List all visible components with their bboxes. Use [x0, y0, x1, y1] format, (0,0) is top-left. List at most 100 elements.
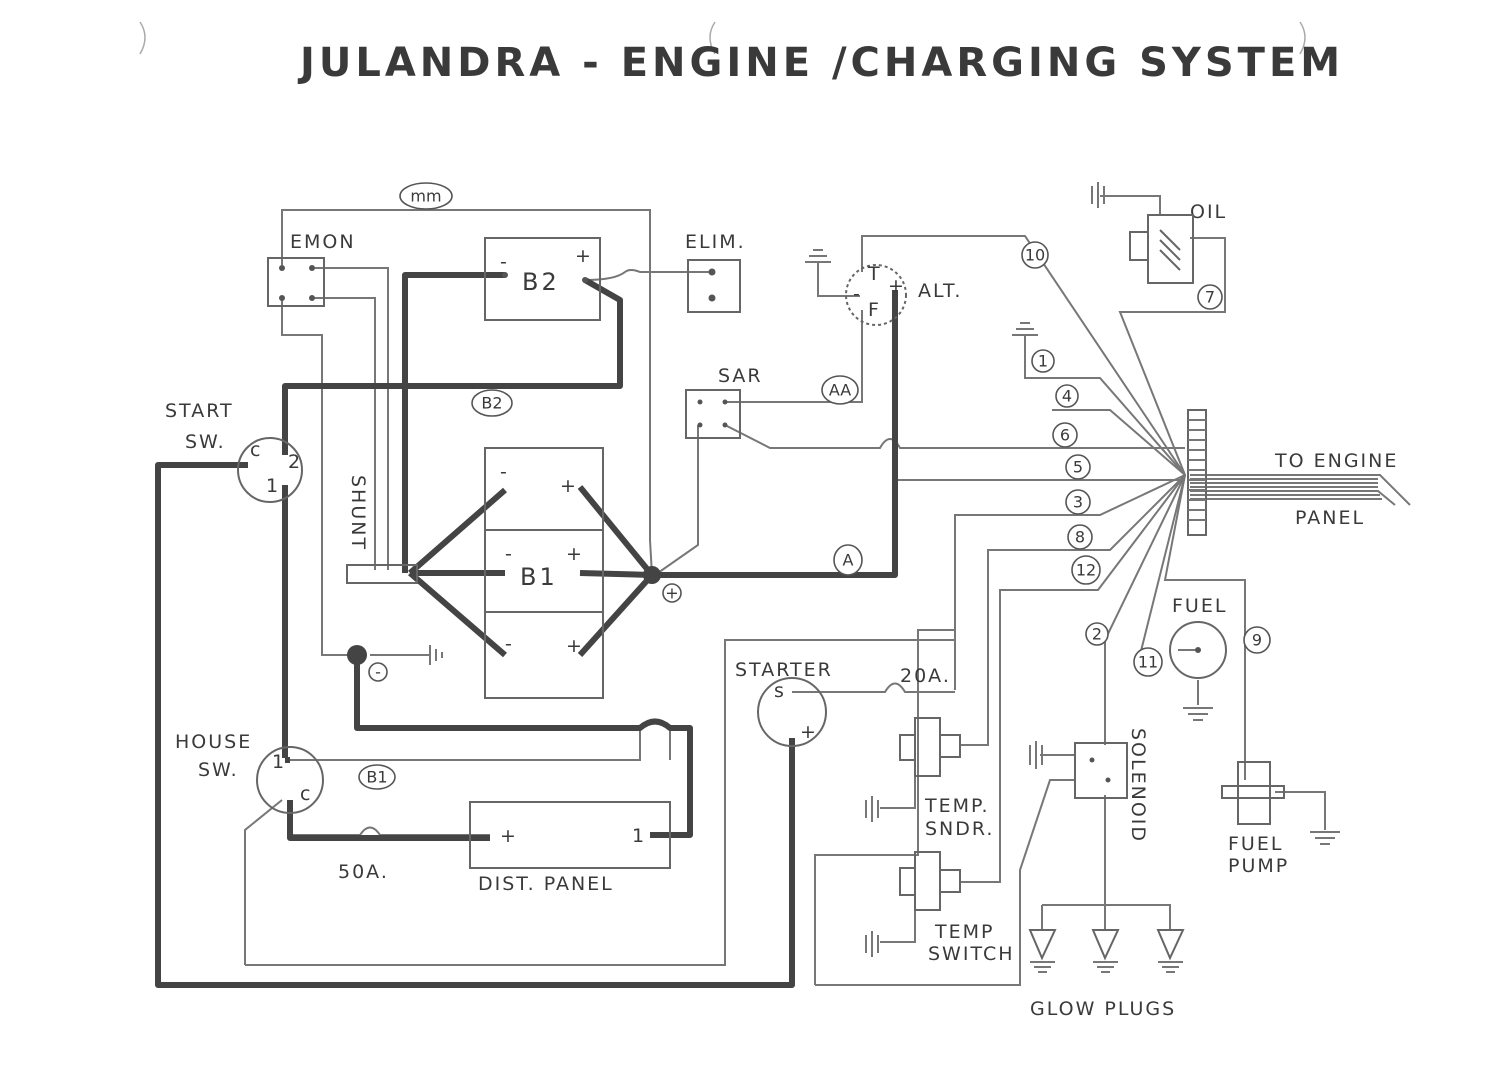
svg-text:3: 3	[1073, 493, 1083, 512]
svg-text:1: 1	[266, 475, 280, 497]
wire-number-4: 4	[1055, 384, 1079, 408]
svg-text:s: s	[774, 680, 786, 702]
house-switch-label-line2: SW.	[198, 759, 239, 781]
svg-text:-: -	[853, 283, 862, 305]
temp-sender: TEMP. SNDR.	[899, 717, 994, 840]
fuse-50a-label: 50A.	[338, 861, 389, 883]
battery-b1: - + - + B1 - +	[484, 447, 604, 699]
b1-label: B1	[520, 563, 558, 591]
engine-ground-icon	[1012, 322, 1038, 336]
wire-number-3: 3	[1065, 489, 1091, 515]
svg-text:+: +	[888, 275, 906, 297]
svg-text:mm: mm	[410, 187, 441, 206]
svg-text:T: T	[867, 263, 882, 285]
svg-text:-: -	[500, 461, 509, 483]
b2-wire-tag: B2	[471, 389, 513, 417]
wire-number-5: 5	[1065, 454, 1091, 480]
svg-text:9: 9	[1252, 631, 1262, 650]
svg-text:SNDR.: SNDR.	[925, 818, 994, 840]
shunt-label: SHUNT	[347, 475, 369, 551]
starter-label: STARTER	[735, 659, 833, 681]
svg-text:AA: AA	[829, 381, 851, 400]
svg-text:TEMP: TEMP	[934, 921, 994, 943]
b2-label: B2	[522, 268, 560, 296]
svg-text:SWITCH: SWITCH	[928, 943, 1015, 965]
distribution-panel: + 1 DIST. PANEL	[469, 801, 671, 895]
svg-text:c: c	[250, 439, 262, 461]
svg-text:TEMP.: TEMP.	[924, 795, 990, 817]
svg-text:F: F	[868, 299, 881, 321]
wire-number-9: 9	[1243, 626, 1271, 654]
svg-text:6: 6	[1060, 426, 1070, 445]
temp-switch: TEMP SWITCH	[899, 851, 1015, 965]
svg-text:+: +	[575, 245, 593, 267]
oil-sender: OIL	[1129, 201, 1227, 284]
start-switch[interactable]: START SW. c 2 1	[165, 400, 303, 503]
svg-text:7: 7	[1205, 288, 1215, 307]
fuel-label: FUEL	[1172, 595, 1227, 617]
svg-text:11: 11	[1138, 653, 1158, 672]
svg-text:-: -	[505, 633, 514, 655]
panel-label: PANEL	[1295, 507, 1365, 529]
svg-text:B1: B1	[366, 768, 387, 787]
wire-number-7: 7	[1197, 284, 1223, 310]
alt-ground-icon	[805, 249, 831, 263]
diagram-title: JULANDRA - ENGINE /CHARGING SYSTEM	[297, 40, 1344, 86]
elim-label: ELIM.	[685, 231, 746, 253]
emon-label: EMON	[290, 231, 356, 253]
shunt-ground-icon	[429, 645, 443, 665]
svg-text:-: -	[375, 663, 381, 682]
svg-text:PUMP: PUMP	[1228, 855, 1289, 877]
fuel-pump: FUEL PUMP	[1221, 761, 1289, 877]
thin-wires	[244, 195, 1411, 986]
b1-wire-tag: B1	[358, 764, 396, 790]
svg-text:1: 1	[272, 751, 286, 773]
negative-node: -	[347, 645, 388, 682]
wire-number-2: 2	[1085, 622, 1109, 646]
emon-module: EMON	[267, 231, 356, 307]
house-switch-label-line1: HOUSE	[175, 731, 252, 753]
svg-text:8: 8	[1075, 528, 1085, 547]
elim-module: ELIM.	[685, 231, 746, 313]
svg-text:+: +	[500, 825, 518, 847]
wire-number-12: 12	[1071, 555, 1101, 585]
mm-tag: mm	[399, 182, 453, 210]
glow-plugs-label: GLOW PLUGS	[1030, 998, 1176, 1020]
svg-text:+: +	[560, 475, 578, 497]
heavy-cables	[155, 272, 898, 988]
battery-b2: - + B2	[484, 237, 601, 321]
house-switch[interactable]: HOUSE SW. 1 c	[175, 731, 324, 814]
svg-text:c: c	[300, 783, 312, 805]
svg-text:FUEL: FUEL	[1228, 833, 1283, 855]
glow-plugs: GLOW PLUGS	[1028, 929, 1185, 1020]
svg-text:10: 10	[1025, 246, 1045, 265]
fuse-20a-label: 20A.	[900, 665, 951, 687]
wire-number-circles: 10 7 1 4 6 5 3 8 12 2 11 9	[1021, 241, 1271, 677]
glow-plug-solenoid: SOLENOID	[1074, 728, 1149, 843]
svg-text:-: -	[500, 251, 509, 273]
to-engine-label: TO ENGINE	[1274, 450, 1398, 472]
punch-hole-mid	[709, 21, 716, 55]
oil-ground-icon	[1091, 182, 1105, 208]
wire-number-11: 11	[1133, 647, 1163, 677]
svg-text:+: +	[566, 543, 584, 565]
aa-tag: AA	[821, 375, 859, 405]
start-switch-label-line1: START	[165, 400, 234, 422]
shunt: SHUNT	[346, 475, 418, 584]
fuel-pump-ground-icon	[1310, 831, 1340, 845]
fuel-sender-ground-icon	[1183, 707, 1213, 721]
solenoid-ground-icon	[1029, 741, 1043, 769]
temp-sender-ground-icon	[865, 796, 879, 822]
starter-motor: STARTER s +	[735, 659, 833, 747]
wire-number-6: 6	[1052, 422, 1078, 448]
svg-text:-: -	[505, 543, 514, 565]
svg-text:2: 2	[288, 451, 302, 473]
svg-text:5: 5	[1073, 458, 1083, 477]
oil-label: OIL	[1190, 201, 1227, 223]
svg-text:+: +	[566, 635, 584, 657]
svg-text:A: A	[843, 551, 854, 570]
sar-module: SAR	[685, 365, 761, 439]
positive-node: +	[643, 566, 682, 603]
dist-panel-label: DIST. PANEL	[478, 873, 614, 895]
